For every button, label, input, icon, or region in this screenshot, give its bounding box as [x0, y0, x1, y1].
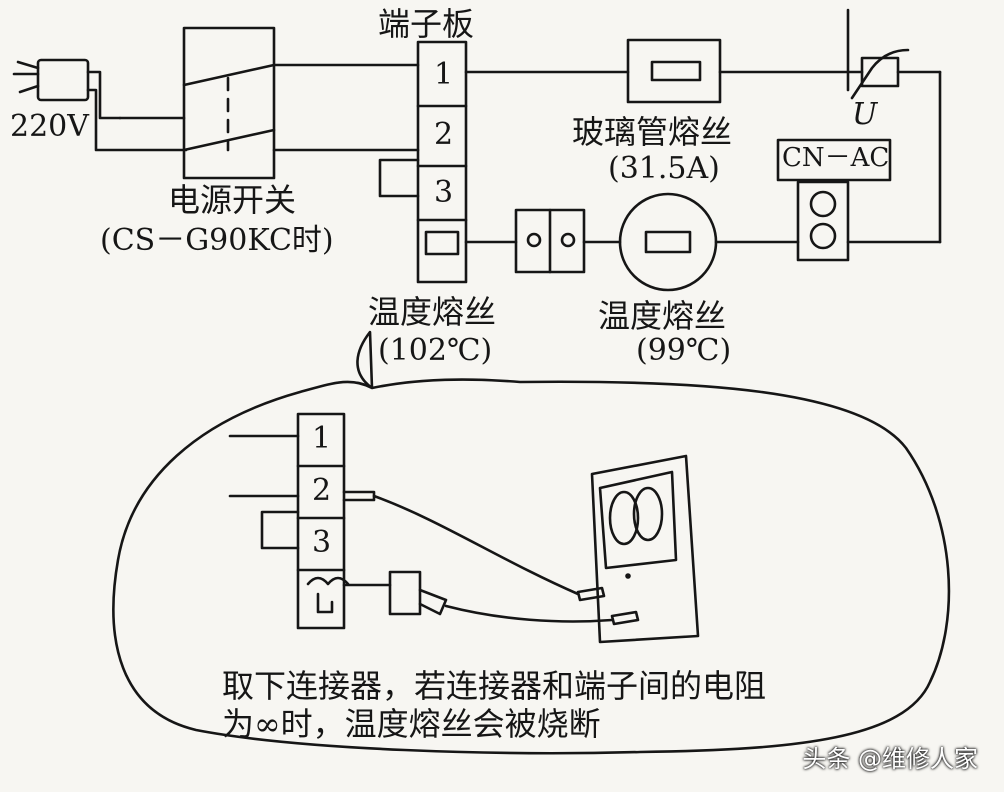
terminal-3: 3 — [434, 175, 454, 210]
connector-block — [514, 208, 586, 274]
bubble-terminal-2: 2 — [312, 473, 332, 508]
bubble-terminal-1: 1 — [312, 421, 332, 456]
thermal-fuse-99-label: 温度熔丝 — [598, 297, 727, 335]
bubble-text-line-2: 为∞时，温度熔丝会被烧断 — [222, 705, 601, 743]
varistor-symbol — [850, 48, 910, 100]
bubble-terminal-3: 3 — [312, 525, 332, 560]
bubble-text-line-1: 取下连接器，若连接器和端子间的电阻 — [222, 667, 767, 705]
varistor-label: U — [852, 97, 878, 132]
callout-bubble — [112, 330, 951, 755]
test-lead-2 — [444, 604, 614, 623]
thermal-fuse-102-label: 温度熔丝 — [368, 293, 497, 331]
power-switch-label: 电源开关 — [168, 181, 297, 219]
power-switch-box — [118, 26, 420, 180]
plug-icon — [12, 58, 188, 152]
watermark: 头条 @维修人家 — [802, 745, 978, 773]
probe-connector — [388, 570, 448, 616]
thermal-fuse-99 — [618, 192, 718, 292]
cn-ac-connector — [776, 138, 892, 262]
thermal-fuse-102-temp: (102℃) — [378, 333, 493, 368]
glass-fuse-label: 玻璃管熔丝 — [572, 113, 733, 151]
glass-fuse-rating: (31.5A) — [608, 151, 720, 186]
cn-ac-label: CN－AC — [782, 143, 890, 173]
model-note-label: (CS－G90KC时) — [100, 223, 334, 258]
bubble-terminal-board — [228, 412, 392, 630]
terminal-board — [378, 40, 468, 284]
terminal-1: 1 — [434, 57, 454, 92]
voltage-label: 220V — [10, 109, 89, 144]
thermal-fuse-99-temp: (99℃) — [636, 333, 732, 368]
test-lead-1 — [372, 494, 580, 596]
glass-fuse — [626, 38, 722, 104]
terminal-board-label: 端子板 — [378, 5, 475, 43]
terminal-2: 2 — [434, 117, 454, 152]
multimeter — [576, 454, 700, 644]
